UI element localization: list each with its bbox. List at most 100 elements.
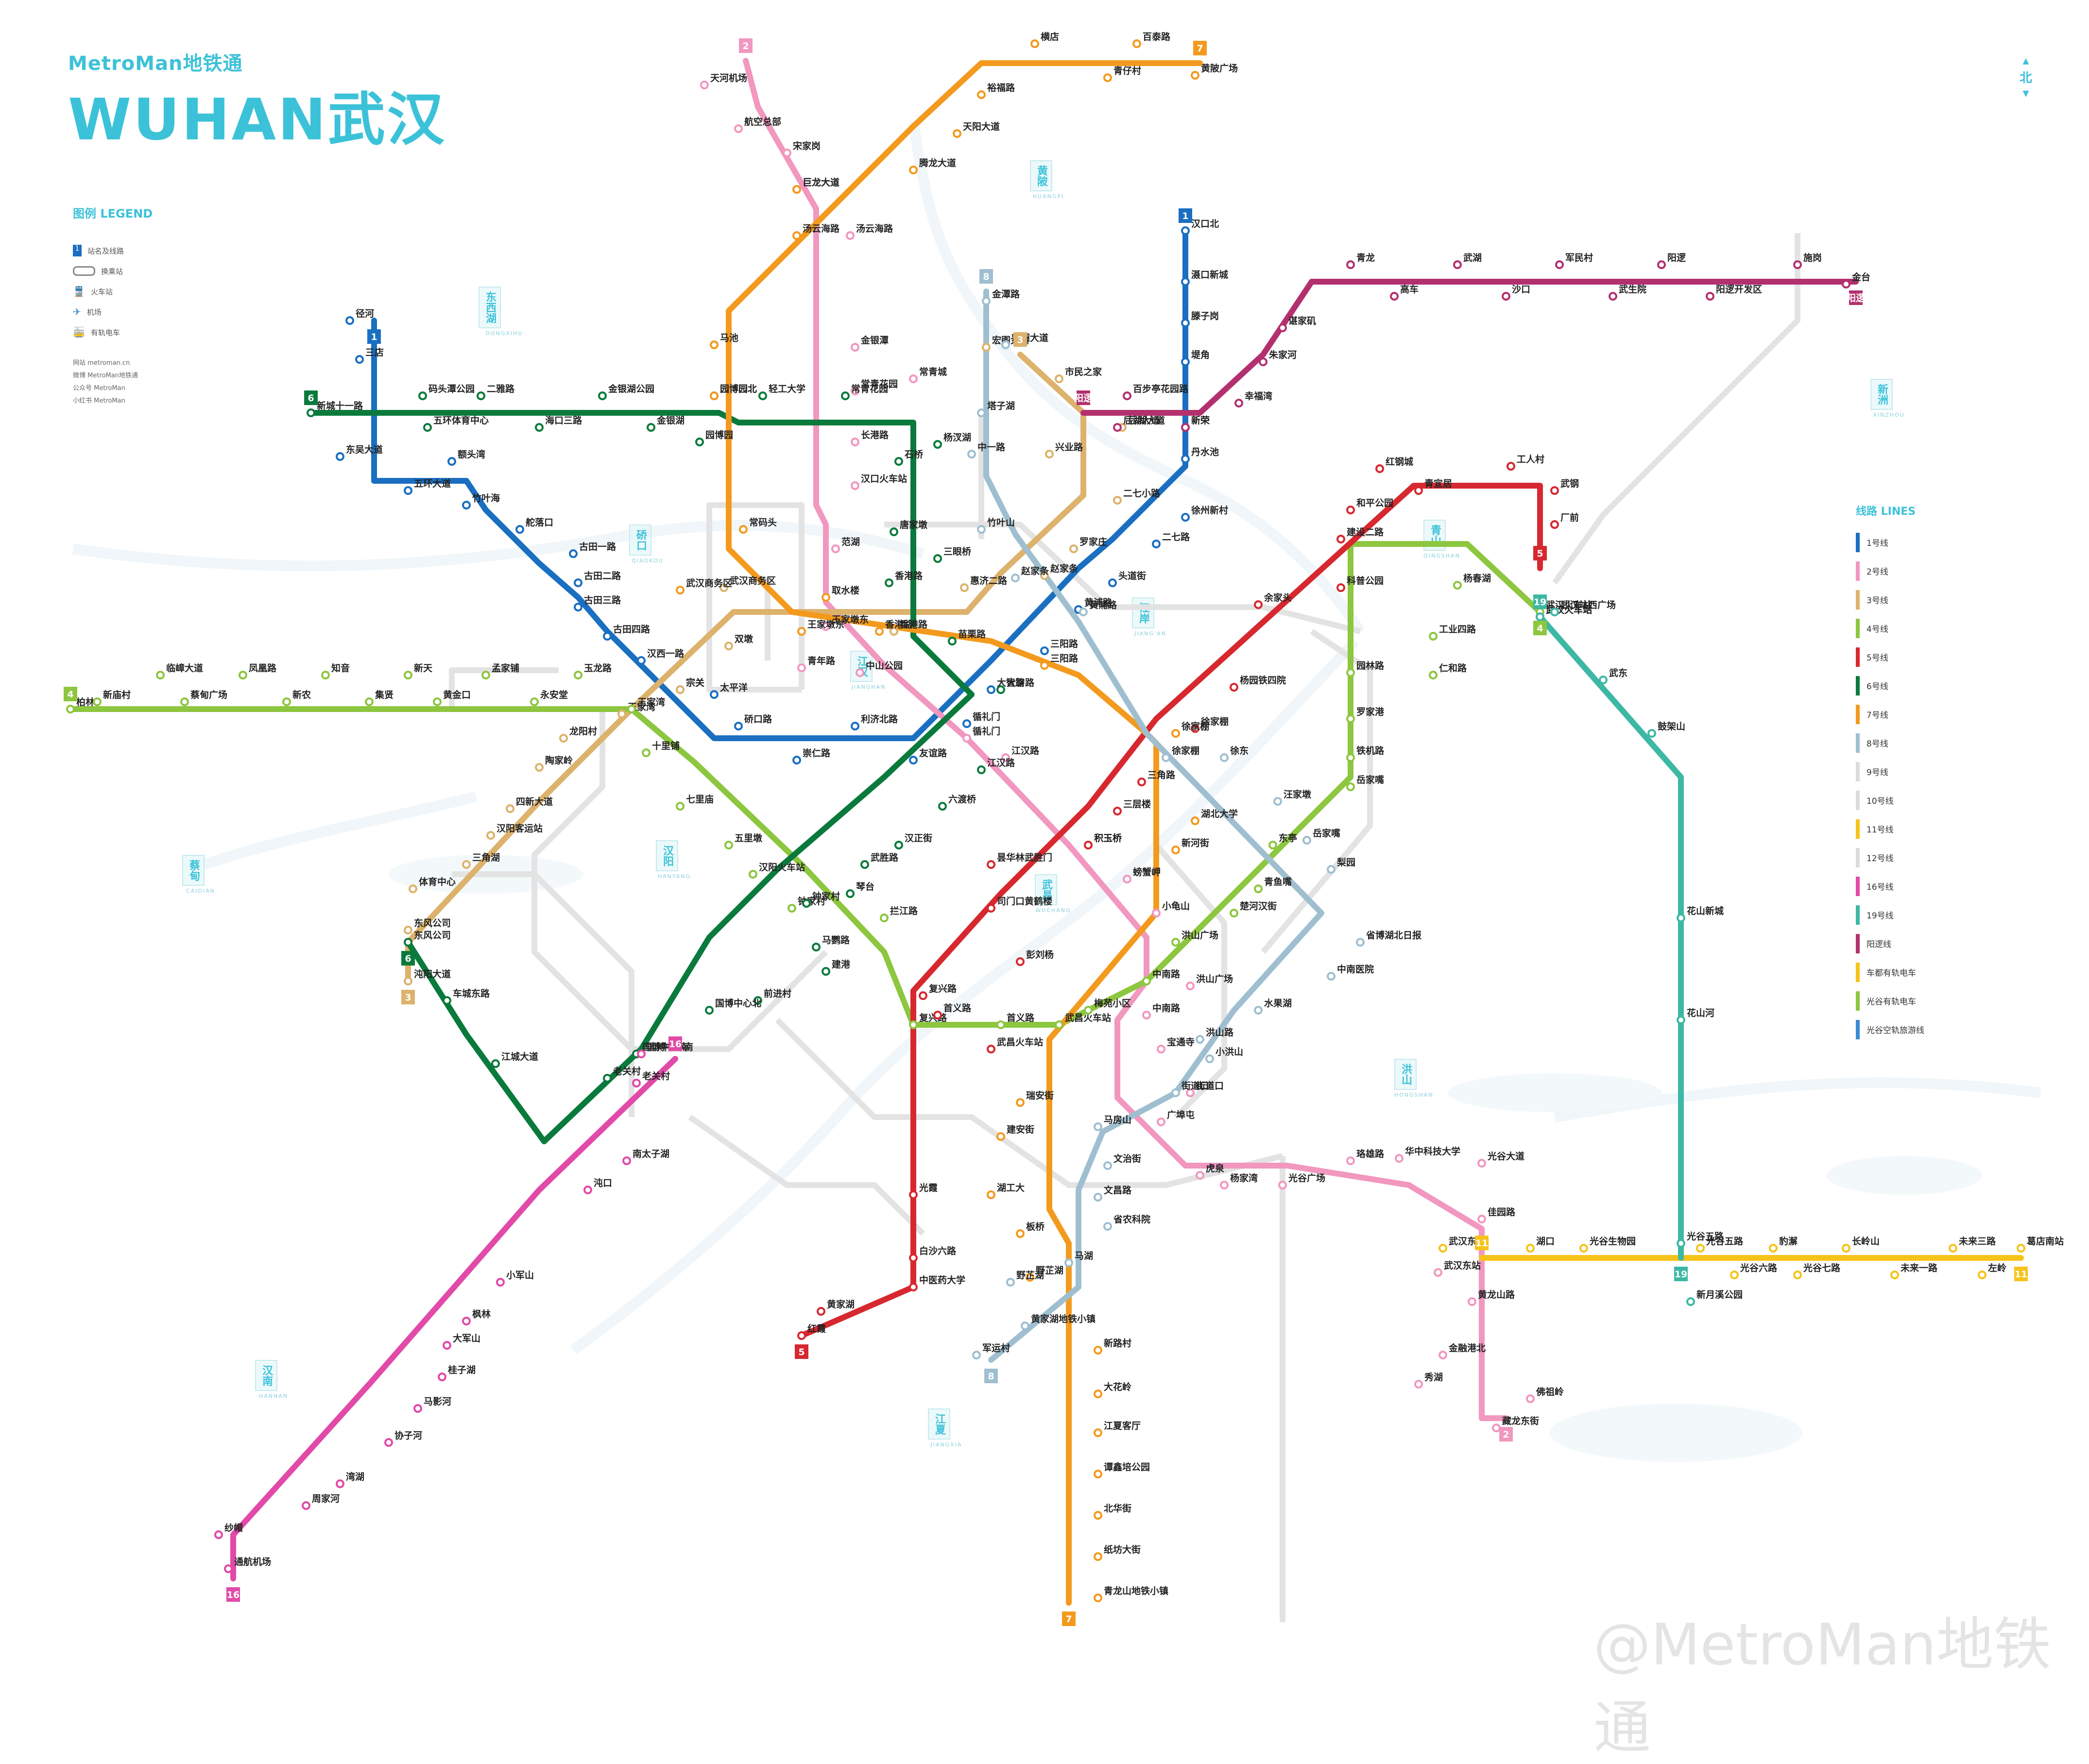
station[interactable]: 新农 (282, 689, 311, 706)
station[interactable]: 武东 (1599, 667, 1627, 684)
station[interactable]: 长港路 (851, 429, 889, 446)
station[interactable]: 巨龙大道 (792, 177, 839, 194)
station[interactable]: 黄陂广场 (1191, 63, 1238, 80)
station[interactable]: 周家河 (302, 1493, 340, 1510)
lines-legend-item[interactable]: 8号线 (1856, 729, 1963, 757)
station[interactable]: 沙口 (1502, 284, 1530, 301)
station[interactable]: 太平洋 (710, 682, 748, 699)
station[interactable]: 黄家湖地铁小镇 (1021, 1313, 1096, 1330)
station[interactable]: 径河 (345, 308, 374, 325)
station[interactable]: 阳逻开发区 (1706, 284, 1762, 301)
station[interactable]: 军民村 (1555, 252, 1593, 269)
station[interactable]: 航空总部 (734, 116, 781, 133)
lines-legend-item[interactable]: 12号线 (1856, 843, 1963, 872)
line-badge[interactable]: 4 (1533, 621, 1547, 635)
line-badge[interactable]: 7 (1193, 41, 1207, 55)
lines-legend-item[interactable]: 11号线 (1856, 814, 1963, 843)
station[interactable]: 天河机场 (700, 73, 747, 89)
station[interactable]: 蔡甸广场 (180, 689, 227, 706)
station[interactable]: 徐州新村 (1181, 505, 1228, 522)
station[interactable]: 工业四路 (1429, 624, 1476, 641)
station[interactable]: 竹叶山 (977, 517, 1015, 534)
station[interactable]: 老关村 (632, 1070, 670, 1087)
station[interactable]: 市民之家 (1055, 366, 1102, 383)
station[interactable]: 青年路 (797, 655, 836, 672)
station[interactable]: 大军山 (443, 1333, 480, 1350)
line-badge[interactable]: 6 (304, 390, 318, 405)
lines-legend-item[interactable]: 光谷有轨电车 (1856, 986, 1963, 1015)
station[interactable]: 红钢城 (1375, 456, 1413, 473)
station[interactable]: 小龟山 (1152, 900, 1190, 917)
lines-legend-item[interactable]: 5号线 (1856, 643, 1963, 671)
station[interactable]: 钟家村 (802, 891, 840, 908)
station[interactable]: 青龙山地铁小镇 (1094, 1585, 1168, 1602)
station[interactable]: 二七路 (1152, 531, 1190, 548)
station[interactable]: 首义路 (996, 1012, 1035, 1029)
station[interactable]: 汉西一路 (637, 648, 685, 665)
station[interactable]: 陶家岭 (535, 755, 573, 772)
station[interactable]: 友谊路 (909, 747, 947, 764)
station[interactable]: 岳家嘴 (1346, 774, 1384, 791)
station[interactable]: 范湖 (831, 536, 860, 553)
station[interactable]: 未来三路 (1949, 1236, 1996, 1253)
line-badge[interactable]: 4 (64, 687, 77, 701)
lines-legend-item[interactable]: 2号线 (1856, 557, 1963, 585)
station[interactable]: 阳逻 (1657, 253, 1686, 269)
station[interactable]: 华中科技大学 (1395, 1146, 1460, 1163)
station[interactable]: 汉口火车站 (851, 473, 907, 490)
station[interactable]: 杨汊湖 (933, 432, 971, 449)
line-badge[interactable]: 阳逻 (1847, 290, 1866, 305)
lines-legend-item[interactable]: 阳逻线 (1856, 929, 1963, 958)
station[interactable]: 未来一路 (1890, 1262, 1938, 1279)
station[interactable]: 余家头 (1254, 592, 1292, 609)
station[interactable]: 汤云海路 (846, 223, 893, 240)
station[interactable]: 三阳路 (1040, 638, 1079, 655)
station[interactable]: 武钢 (1550, 478, 1579, 495)
metro-line-route[interactable] (230, 1056, 678, 1581)
station[interactable]: 洪山路 (1196, 1027, 1234, 1044)
station[interactable]: 三店 (355, 347, 384, 364)
station[interactable]: 新月溪公园 (1686, 1289, 1743, 1306)
station[interactable]: 省农科院 (1103, 1214, 1150, 1231)
line-badge[interactable]: 阳逻 (1074, 390, 1093, 405)
station[interactable]: 彭刘杨 (1016, 949, 1054, 966)
station[interactable]: 首义路 (933, 1002, 972, 1019)
line-badge[interactable]: 1 (1179, 208, 1192, 223)
station[interactable]: 中医药大学 (909, 1274, 965, 1291)
station[interactable]: 新城十一路 (307, 400, 363, 417)
station[interactable]: 梅苑小区 (1084, 998, 1131, 1015)
station[interactable]: 腾龙大道 (909, 157, 956, 174)
station[interactable]: 杨春湖 (1453, 573, 1491, 590)
station[interactable]: 花山河 (1677, 1007, 1714, 1024)
station[interactable]: 昙华林武胜门 (987, 852, 1052, 869)
station[interactable]: 光霞 (909, 1182, 938, 1199)
station[interactable]: 湖口 (1526, 1236, 1555, 1253)
station[interactable]: 豹澥 (1769, 1236, 1798, 1253)
station[interactable]: 舵落口 (515, 517, 553, 534)
line-badge[interactable]: 8 (984, 1369, 998, 1383)
station[interactable]: 左岭 (1978, 1262, 2006, 1279)
station[interactable]: 桂子湖 (438, 1364, 476, 1381)
station[interactable]: 武汉商务区 (719, 575, 776, 592)
station[interactable]: 金潭路 (982, 288, 1020, 305)
station[interactable]: 古田三路 (574, 594, 621, 611)
station[interactable]: 武昌火车站 (1055, 1012, 1111, 1029)
station[interactable]: 光谷五路 (1677, 1231, 1724, 1248)
station[interactable]: 新荣 (1181, 415, 1210, 432)
station[interactable]: 光谷生物园 (1579, 1236, 1636, 1253)
station[interactable]: 码头潭公园 (418, 384, 475, 400)
station[interactable]: 三角路 (1137, 769, 1176, 786)
station[interactable]: 常码头 (739, 517, 777, 534)
station[interactable]: 青龙 (1346, 252, 1375, 269)
station[interactable]: 三角湖 (462, 852, 500, 869)
station[interactable]: 中山公园 (856, 660, 903, 677)
station[interactable]: 古田一路 (569, 541, 616, 558)
station[interactable]: 五环大道 (404, 478, 451, 495)
station[interactable]: 板桥 (1016, 1221, 1045, 1238)
station[interactable]: 光谷六路 (1730, 1262, 1778, 1279)
station[interactable]: 琴台 (846, 881, 874, 898)
station[interactable]: 永安堂 (530, 689, 568, 706)
station[interactable]: 青宜居 (1414, 478, 1452, 495)
line-badge[interactable]: 5 (795, 1344, 808, 1359)
station[interactable]: 建安街 (996, 1124, 1034, 1141)
